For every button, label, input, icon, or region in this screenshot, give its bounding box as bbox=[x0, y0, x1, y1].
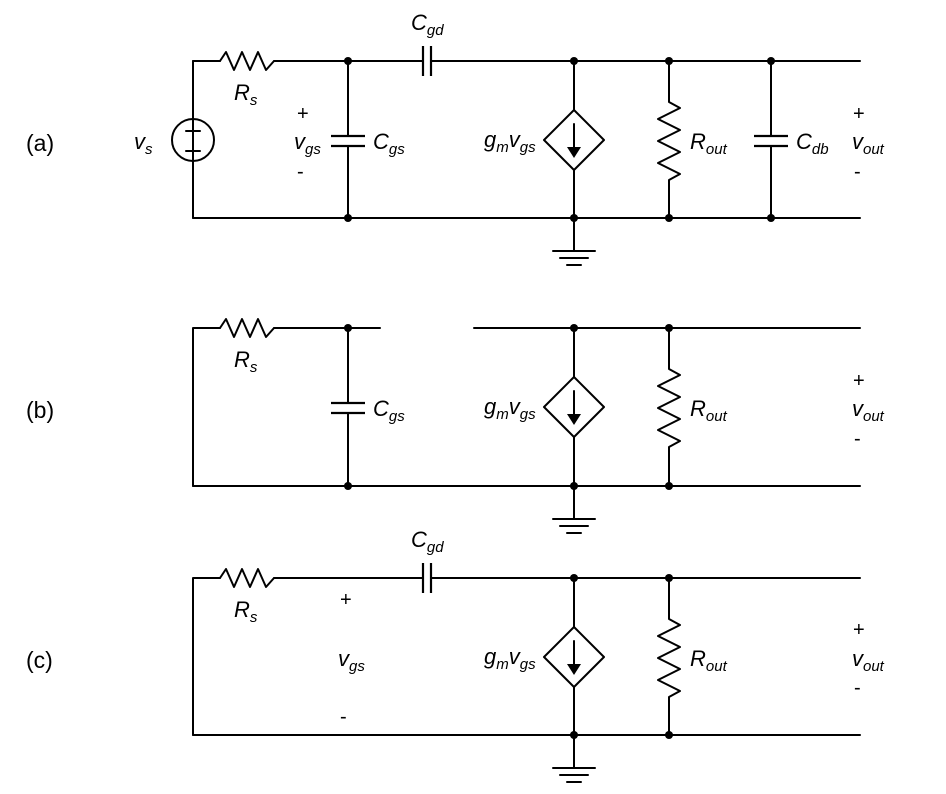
panel-a-node-dot bbox=[570, 214, 578, 222]
panel-a-node-dot bbox=[344, 57, 352, 65]
panel-b: (b) Rs Cgs gmvgs Rout + vout - bbox=[26, 318, 885, 534]
panel-b-cgs-label: Cgs bbox=[373, 396, 405, 425]
panel-a-gm-arrow-head bbox=[567, 147, 581, 158]
panel-c-rs-resistor bbox=[219, 568, 275, 588]
panel-a-node-dot bbox=[344, 214, 352, 222]
panel-a-cgs-label: Cgs bbox=[373, 129, 405, 158]
panel-a-node-dot bbox=[767, 214, 775, 222]
panel-c-ground-symbol bbox=[552, 734, 596, 783]
panel-c-vout-plus: + bbox=[853, 619, 865, 641]
panel-a-node-dot bbox=[767, 57, 775, 65]
panel-c: (c) Rs Cgd + vgs - gmvgs Rout + vout - bbox=[26, 527, 885, 783]
panel-c-vgs-plus: + bbox=[340, 589, 352, 611]
panel-b-gm-arrow-head bbox=[567, 414, 581, 425]
panel-b-rs-resistor bbox=[219, 318, 275, 338]
panel-c-tag: (c) bbox=[26, 647, 53, 673]
panel-c-gm-arrow-head bbox=[567, 664, 581, 675]
panel-b-node-dot bbox=[665, 324, 673, 332]
panel-a-vout-plus: + bbox=[853, 103, 865, 125]
panel-c-cgd-label: Cgd bbox=[411, 527, 444, 556]
panel-b-vout-label: vout bbox=[852, 396, 885, 425]
panel-a-rs-resistor bbox=[219, 51, 275, 71]
panel-c-rs-label: Rs bbox=[234, 597, 258, 626]
panel-b-node-dot bbox=[570, 482, 578, 490]
panel-b-vout-minus: - bbox=[854, 428, 861, 450]
panel-a-rout-resistor bbox=[657, 60, 681, 219]
panel-b-node-dot bbox=[344, 482, 352, 490]
panel-c-vout-minus: - bbox=[854, 677, 861, 699]
panel-a: (a) vs Rs Cgd + vgs - Cgs gmvgs Rout Cdb… bbox=[26, 10, 885, 266]
panel-a-dependent-source bbox=[543, 109, 605, 171]
panel-a-rs-label: Rs bbox=[234, 80, 258, 109]
panel-b-node-dot bbox=[344, 324, 352, 332]
panel-b-rout-label: Rout bbox=[690, 396, 728, 425]
panel-b-tag: (b) bbox=[26, 397, 54, 423]
panel-b-rs-label: Rs bbox=[234, 347, 258, 376]
panel-a-voltage-source bbox=[171, 118, 215, 162]
panel-c-rout-resistor bbox=[657, 577, 681, 736]
panel-a-node-dot bbox=[570, 57, 578, 65]
panel-a-vgs-minus: - bbox=[297, 161, 304, 183]
panel-a-node-dot bbox=[665, 57, 673, 65]
panel-a-cgd-label: Cgd bbox=[411, 10, 444, 39]
panel-b-node-dot bbox=[570, 324, 578, 332]
panel-c-node-dot bbox=[570, 731, 578, 739]
panel-a-vgs-plus: + bbox=[297, 103, 309, 125]
panel-c-vgs-label: vgs bbox=[338, 646, 365, 675]
panel-b-ground-symbol bbox=[552, 485, 596, 534]
panel-c-node-dot bbox=[570, 574, 578, 582]
panel-b-left-wire bbox=[192, 327, 221, 487]
panel-a-vout-label: vout bbox=[852, 129, 885, 158]
panel-c-node-dot bbox=[665, 731, 673, 739]
panel-a-vgs-label: vgs bbox=[294, 129, 321, 158]
panel-c-rout-label: Rout bbox=[690, 646, 728, 675]
panel-b-node-dot bbox=[665, 482, 673, 490]
panel-c-left-wire bbox=[192, 577, 221, 736]
panel-a-node-dot bbox=[665, 214, 673, 222]
panel-a-vout-minus: - bbox=[854, 161, 861, 183]
panel-a-gm-label: gmvgs bbox=[484, 127, 536, 156]
panel-a-cdb-label: Cdb bbox=[796, 129, 829, 158]
panel-b-rout-resistor bbox=[657, 327, 681, 487]
panel-b-dependent-source bbox=[543, 376, 605, 438]
panel-c-node-dot bbox=[665, 574, 673, 582]
panel-a-rout-label: Rout bbox=[690, 129, 728, 158]
panel-a-vs-label: vs bbox=[134, 129, 153, 158]
panel-a-ground-symbol bbox=[552, 217, 596, 266]
panel-a-tag: (a) bbox=[26, 130, 54, 156]
panel-b-gm-label: gmvgs bbox=[484, 394, 536, 423]
panel-b-vout-plus: + bbox=[853, 370, 865, 392]
panel-c-vout-label: vout bbox=[852, 646, 885, 675]
panel-c-gm-label: gmvgs bbox=[484, 644, 536, 673]
panel-c-vgs-minus: - bbox=[340, 706, 347, 728]
panel-c-dependent-source bbox=[543, 626, 605, 688]
